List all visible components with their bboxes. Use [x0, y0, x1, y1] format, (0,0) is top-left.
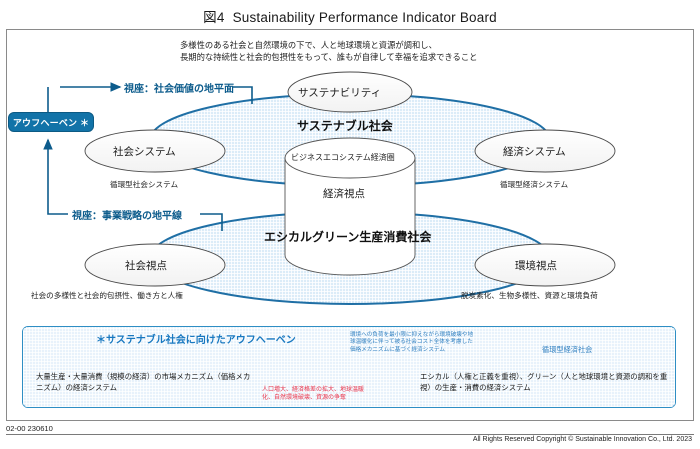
copyright-notice: All Rights Reserved Copyright © Sustaina… [472, 436, 692, 443]
environment-viewpoint-label: 環境視点 [515, 260, 557, 272]
economic-system-label: 経済システム [503, 146, 566, 158]
ethical-green-society-label: エシカルグリーン生産消費社会 [264, 230, 432, 244]
lower-horizon-bracket-right [200, 213, 223, 231]
economic-system-ellipse [474, 129, 616, 173]
environment-viewpoint-sublabel: 脱炭素化、生物多様性、資源と環境負荷 [461, 291, 598, 300]
social-system-sublabel: 循環型社会システム [110, 180, 179, 189]
lower-horizon-label: 視座：事業戦略の地平線 [72, 211, 182, 222]
top-caption: 多様性のある社会と自然環境の下で、人と地球環境と資源が調和し、 長期的な持続性と… [180, 40, 660, 63]
bottom-note-line-3: 価格メカニズムに基づく経済システム [350, 346, 445, 353]
sustainability-ellipse [287, 71, 413, 113]
mass-production-text: 大量生産・大量消費（規模の経済）の市場メカニズム（価格メカニズム）の経済システム [36, 372, 251, 392]
social-viewpoint-label: 社会視点 [125, 260, 167, 272]
economy-viewpoint-label: 経済視点 [323, 188, 365, 200]
bottom-note-line-1: 環境への負荷を最小限に抑えながら環境破壊や地 [350, 332, 474, 338]
bottom-box-note: 環境への負荷を最小限に抑えながら環境破壊や地 球温暖化に伴って被る社会コスト全体… [350, 332, 473, 354]
bottom-note-line-2: 球温暖化に伴って被る社会コスト全体を考慮した [350, 339, 473, 346]
economic-system-sublabel: 循環型経済システム [500, 180, 569, 189]
top-caption-line-1: 多様性のある社会と自然環境の下で、人と地球環境と資源が調和し、 [180, 40, 437, 50]
social-system-label: 社会システム [113, 146, 176, 158]
upper-horizon-label: 視座：社会価値の地平面 [124, 84, 234, 95]
economy-cylinder-body [284, 157, 416, 276]
document-code: 02-00 230610 [6, 424, 53, 433]
circular-economy-society-label: 循環型経済社会 [542, 345, 593, 354]
ethical-green-economy-text: エシカル（人権と正義を重視）、グリーン（人と地球環境と資源の調和を重視）の生産・… [420, 372, 668, 392]
page-title: 図4 Sustainability Performance Indicator B… [0, 6, 700, 26]
lower-horizon-bracket-left [47, 205, 68, 215]
business-ecosystem-label: ビジネスエコシステム経済圏 [291, 153, 395, 162]
upper-horizon-bracket [232, 86, 253, 104]
aufheben-chip[interactable]: アウフヘーベン ＊ [8, 112, 94, 132]
bottom-box-title: ＊サステナブル社会に向けたアウフヘーベン [96, 335, 296, 346]
global-problems-text: 人口増大、経済格差の拡大、地球温暖化、自然環境破壊、資源の争奪 [262, 387, 365, 401]
social-viewpoint-sublabel: 社会の多様性と社会的包摂性、働き方と人権 [31, 291, 183, 300]
economy-cylinder-top [284, 137, 416, 179]
social-system-ellipse [84, 129, 226, 173]
figure-number: 図4 [203, 10, 225, 25]
top-caption-line-2: 長期的な持続性と社会的包摂性をもって、誰もが自律して幸福を追求できること [180, 51, 478, 62]
figure-title-text: Sustainability Performance Indicator Boa… [232, 10, 497, 25]
footer-divider [6, 434, 694, 435]
social-viewpoint-ellipse [84, 243, 226, 287]
sustainable-society-label: サステナブル社会 [297, 119, 393, 133]
environment-viewpoint-ellipse [474, 243, 616, 287]
sustainability-label: サステナビリティ [298, 87, 382, 99]
